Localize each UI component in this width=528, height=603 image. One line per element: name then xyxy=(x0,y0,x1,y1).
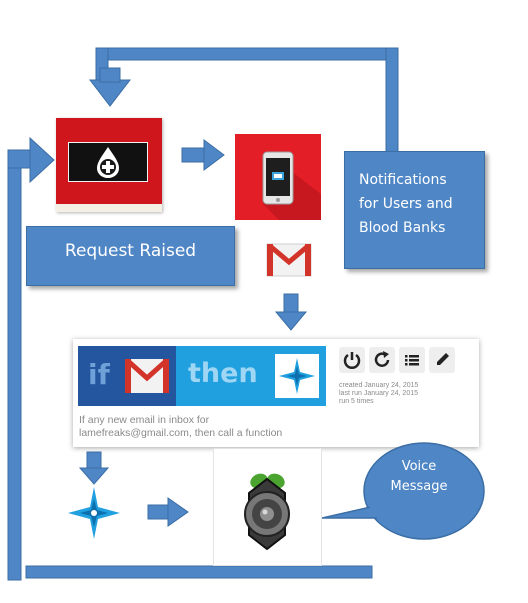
refresh-icon xyxy=(374,351,390,367)
meta-runs: run 5 times xyxy=(339,398,374,405)
notifications-line-2: for Users and xyxy=(359,196,453,212)
list-button[interactable] xyxy=(399,347,425,373)
arrow-gmail-to-ifttt-shaft xyxy=(283,293,299,313)
power-button[interactable] xyxy=(339,347,365,373)
edit-icon xyxy=(437,353,449,365)
notifications-box: Notifications for Users and Blood Banks xyxy=(344,151,485,269)
meta-last-run: last run January 24, 2015 xyxy=(339,390,418,397)
ifttt-then-text: then xyxy=(188,358,258,389)
top-bar xyxy=(95,47,399,61)
speaker-box xyxy=(213,448,322,566)
request-raised-label: Request Raised xyxy=(64,241,197,261)
maker-star-icon xyxy=(275,354,319,398)
bottom-bar xyxy=(25,565,373,579)
description-line-1: If any new email in inbox for xyxy=(79,414,210,426)
arrow-left-into-app xyxy=(29,136,55,184)
phone-app-card xyxy=(235,134,321,220)
arrow-down-into-app xyxy=(88,79,132,107)
ifttt-description: If any new email in inbox for lamefreaks… xyxy=(79,414,282,440)
arrow-star-to-speaker xyxy=(167,497,189,527)
arrow-app-to-phone-shaft xyxy=(181,147,205,163)
ifttt-if-text: if xyxy=(88,358,110,391)
speaker-icon xyxy=(244,473,290,551)
request-raised-box: Request Raised xyxy=(26,226,235,286)
voice-message-text: Voice Message xyxy=(384,457,454,497)
voice-message-bubble xyxy=(322,442,485,540)
power-icon xyxy=(343,352,361,369)
app-screen xyxy=(68,142,148,182)
notifications-line-3: Blood Banks xyxy=(359,220,446,236)
meta-created: created January 24, 2015 xyxy=(339,382,419,389)
app-footer-strip xyxy=(56,204,162,212)
ifttt-gmail-icon xyxy=(125,359,169,393)
left-bar xyxy=(7,167,22,581)
ifttt-if-panel: if xyxy=(78,346,176,406)
ifttt-recipe-card: if then xyxy=(73,339,479,447)
top-bar-right-down xyxy=(385,47,399,153)
voice-line-2: Message xyxy=(390,479,448,494)
list-icon xyxy=(405,355,419,366)
app-request-card xyxy=(56,118,162,212)
arrow-gmail-to-ifttt-head xyxy=(274,311,308,331)
notifications-line-1: Notifications xyxy=(359,172,447,188)
mobile-phone-icon xyxy=(262,151,321,220)
ifttt-then-panel: then xyxy=(176,346,326,406)
description-line-2: lamefreaks@gmail.com, then call a functi… xyxy=(79,427,283,439)
voice-line-1: Voice xyxy=(401,459,437,474)
refresh-button[interactable] xyxy=(369,347,395,373)
edit-button[interactable] xyxy=(429,347,455,373)
blood-drop-plus-icon xyxy=(97,147,119,178)
maker-star-standalone-icon xyxy=(68,487,120,539)
gmail-icon xyxy=(266,243,312,277)
arrow-down-to-star xyxy=(78,467,110,485)
arrow-app-to-phone-head xyxy=(203,139,225,171)
ifttt-meta: created January 24, 2015 last run Januar… xyxy=(339,382,418,406)
